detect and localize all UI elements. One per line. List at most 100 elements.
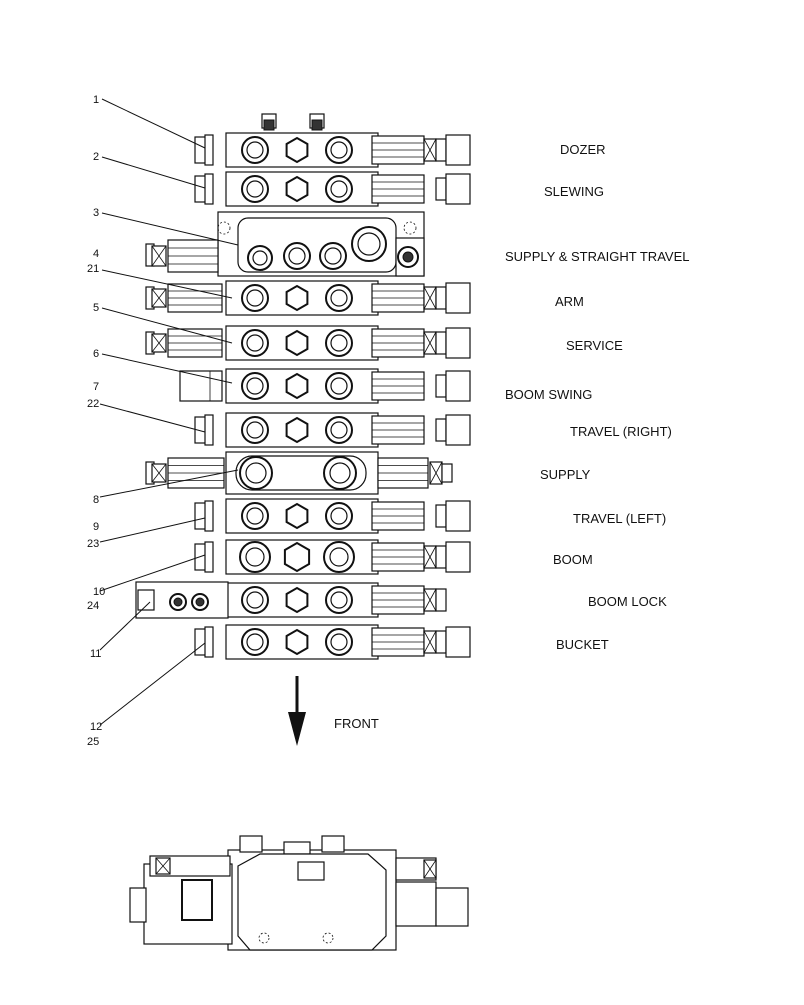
leader-line (101, 156, 206, 189)
spool-nut (435, 418, 447, 442)
hidden-bolt (403, 221, 417, 235)
lock-bore (195, 597, 205, 607)
section-label: BUCKET (556, 637, 609, 652)
solenoid-cap (445, 173, 471, 205)
leader-line (99, 554, 206, 592)
port-bore (330, 507, 348, 525)
valve-slice (194, 132, 471, 168)
port-bore (330, 180, 348, 198)
supply-slice (145, 451, 453, 495)
section-label: BOOM (553, 552, 593, 567)
end-plug (204, 173, 214, 205)
hex-port (285, 416, 309, 444)
lock-hex (137, 589, 155, 611)
port-bore (246, 421, 264, 439)
port-bore (357, 232, 381, 256)
callout-number: 10 (93, 586, 105, 598)
port-bore (330, 334, 348, 352)
end-plug (204, 414, 214, 446)
port-bore (330, 289, 348, 307)
leader-line (101, 353, 233, 384)
x-mark (423, 331, 437, 355)
spool-nut (435, 138, 447, 162)
x-mark (151, 288, 167, 308)
side-view (129, 835, 469, 951)
hidden-bolt (322, 932, 334, 944)
valve-slice (135, 581, 447, 619)
section-label: TRAVEL (LEFT) (573, 511, 666, 526)
leader-line (101, 269, 233, 299)
solenoid-cap (445, 500, 471, 532)
side-solenoid (435, 887, 469, 927)
x-mark (429, 461, 443, 485)
solenoid-cap (445, 414, 471, 446)
callout-number: 2 (93, 151, 99, 163)
section-label: SERVICE (566, 338, 623, 353)
section-label: BOOM LOCK (588, 594, 667, 609)
leader-line (99, 601, 151, 651)
port-bore (329, 462, 351, 484)
section-label: SUPPLY (540, 467, 591, 482)
section-label: DOZER (560, 142, 606, 157)
hex-port (285, 175, 309, 203)
hex-port (285, 329, 309, 357)
x-mark (151, 245, 167, 267)
section-label: SLEWING (544, 184, 604, 199)
callout-number: 11 (90, 648, 101, 660)
valve-slice (194, 624, 471, 660)
solenoid-cap (445, 370, 471, 402)
x-mark (423, 630, 437, 654)
port-bore (324, 247, 342, 265)
leader-line (101, 212, 239, 246)
leader-line (101, 307, 233, 344)
hex-port (285, 284, 309, 312)
front-label: FRONT (334, 716, 379, 731)
solenoid-cap (445, 626, 471, 658)
x-mark (423, 588, 437, 612)
callout-number: 1 (93, 94, 99, 106)
callout-number: 24 (87, 600, 99, 612)
hidden-bolt (258, 932, 270, 944)
supply-straight-slice (145, 211, 425, 277)
spool-nut (435, 374, 447, 398)
port-bore (246, 377, 264, 395)
hex-port (285, 502, 309, 530)
solenoid-cap (445, 327, 471, 359)
top-fittings (261, 113, 325, 131)
solenoid-cap (445, 134, 471, 166)
spool-nut (435, 331, 447, 355)
leader-line (99, 517, 206, 543)
valve-slice (145, 325, 471, 361)
fitting-inner (263, 119, 275, 131)
hex-port (285, 372, 309, 400)
port-bore (246, 180, 264, 198)
spool-nut (435, 545, 447, 569)
port-bore (330, 591, 348, 609)
hex-port (285, 628, 309, 656)
side-fitting (283, 841, 311, 855)
solenoid-cap (445, 282, 471, 314)
port-bore (246, 591, 264, 609)
side-fitting (321, 835, 345, 853)
port-bore (246, 289, 264, 307)
port-bore (288, 247, 306, 265)
callout-number: 4 (93, 248, 99, 260)
port-bore (330, 141, 348, 159)
callout-number: 5 (93, 302, 99, 314)
callout-number: 25 (87, 736, 99, 748)
callout-number: 9 (93, 521, 99, 533)
x-mark (423, 286, 437, 310)
section-label: TRAVEL (RIGHT) (570, 424, 672, 439)
port-bore (245, 547, 265, 567)
side-cover (237, 853, 387, 951)
end-plug (204, 500, 214, 532)
spool-nut (435, 630, 447, 654)
spool-nut (435, 504, 447, 528)
port-bore (330, 421, 348, 439)
valve-slice (179, 368, 471, 404)
leader-line (99, 469, 239, 498)
x-mark (423, 138, 437, 162)
